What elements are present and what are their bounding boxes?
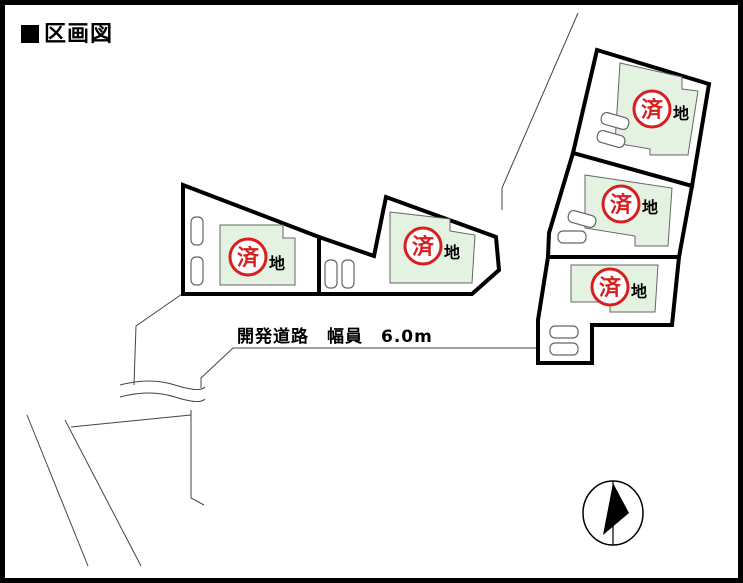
site-plan-drawing: 済 地 済 地 済 地 済 地 済 地	[26, 12, 712, 567]
sold-stamp-icon	[632, 89, 672, 129]
boundary-line-south	[190, 410, 205, 506]
lot-2-marker: 済 地	[403, 226, 460, 266]
lot-4-marker: 済 地	[632, 89, 689, 129]
lot-1-marker: 済 地	[228, 237, 285, 277]
lot-3-stamp: 済	[610, 192, 633, 218]
car-icon	[190, 216, 204, 246]
sold-stamp-icon	[590, 267, 630, 307]
car-icon	[324, 259, 338, 289]
sold-stamp-icon	[403, 226, 443, 266]
parking-cars	[190, 111, 630, 356]
boundary-line-north	[501, 12, 579, 210]
car-icon	[600, 111, 630, 131]
street-line	[26, 414, 89, 567]
road-south-edge-line	[200, 347, 542, 388]
lot-5-label: 地	[631, 282, 647, 301]
plot-plan-map: 区画図	[5, 5, 738, 578]
north-arrow-icon	[582, 480, 644, 546]
lot-1-label: 地	[269, 254, 285, 273]
lot-3-label: 地	[642, 198, 658, 217]
lot-1-stamp: 済	[237, 245, 260, 271]
map-title: 区画図	[21, 16, 113, 48]
lot-5-marker: 済 地	[590, 267, 647, 307]
sold-stamp-icon	[228, 237, 268, 277]
map-title-text: 区画図	[44, 22, 114, 47]
car-icon	[341, 259, 355, 289]
car-icon	[190, 256, 204, 286]
lot-3-marker: 済 地	[601, 184, 658, 224]
boundary-line-south-west	[70, 414, 192, 428]
lot-2-stamp: 済	[412, 234, 435, 260]
car-icon	[567, 209, 597, 229]
boundary-line-west	[133, 293, 183, 386]
car-icon	[596, 129, 626, 149]
break-mark-line	[119, 392, 206, 403]
street-line	[64, 419, 142, 567]
lot-5-stamp: 済	[599, 275, 622, 301]
road-label: 開発道路 幅員 6.0m	[237, 327, 433, 347]
car-icon	[557, 230, 587, 244]
car-icon	[549, 342, 579, 356]
lot-4-label: 地	[673, 104, 689, 123]
car-icon	[549, 325, 579, 339]
break-mark-line	[119, 380, 206, 391]
lot-4-stamp: 済	[641, 97, 664, 123]
sold-stamp-icon	[601, 184, 641, 224]
lot-2-label: 地	[444, 243, 460, 262]
title-square-icon	[21, 25, 39, 43]
surrounding-lines	[26, 12, 579, 567]
